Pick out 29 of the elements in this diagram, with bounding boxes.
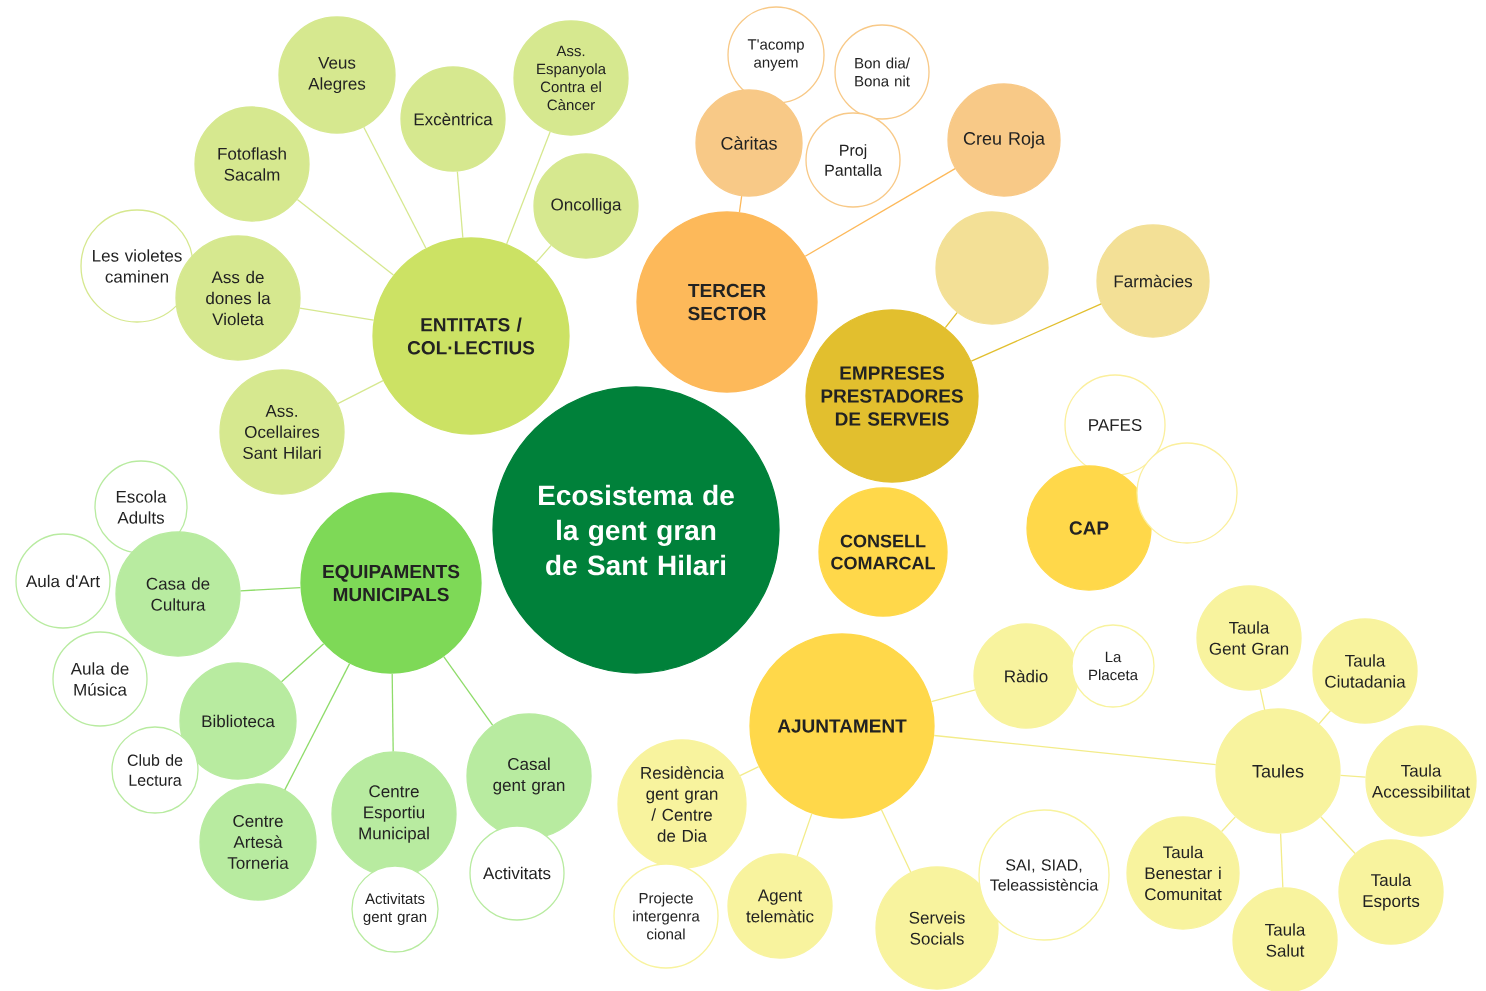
connector-line [280,643,325,683]
connector-line [739,765,760,777]
connector-line [337,380,384,405]
connector-line [284,663,351,791]
connector-line [880,809,912,873]
connector-line [363,126,427,249]
connector-line [1259,688,1266,711]
empty-circle [1136,442,1238,544]
connector-line [970,303,1102,362]
connector-line [296,198,395,276]
connector-line [933,734,1217,766]
connector-line [1220,816,1236,833]
connector-line [443,656,494,726]
connector-line [1339,774,1367,778]
connector-line [299,307,375,321]
connector-line [239,587,302,592]
connector-line [456,170,464,239]
connector-line [1279,832,1284,889]
empty-circle [935,211,1049,325]
connector-line [506,131,551,245]
connector-line [1318,710,1332,725]
connector-line [930,689,976,703]
connector-line [738,195,743,213]
connector-line [1320,816,1356,855]
connector-line [804,167,956,257]
connector-line [391,673,394,752]
connector-line [535,244,552,263]
connector-line [944,312,958,329]
connector-line [796,812,813,857]
